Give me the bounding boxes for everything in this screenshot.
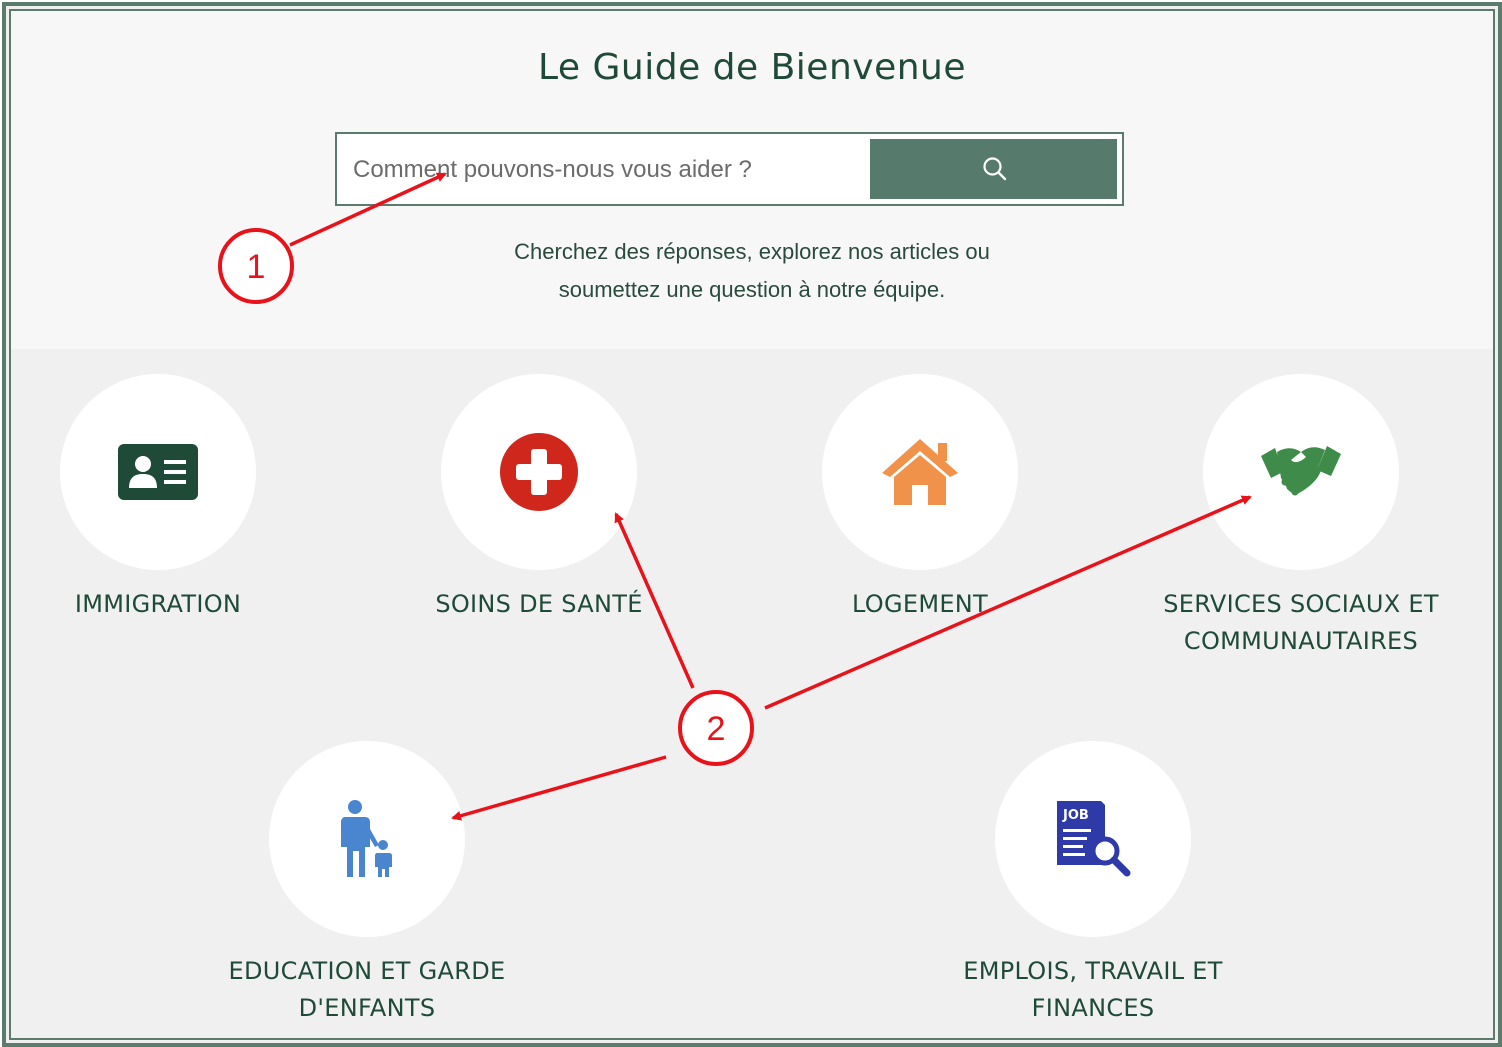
- page-content: Le Guide de Bienvenue Cherchez des répon…: [9, 9, 1495, 1040]
- category-label[interactable]: SERVICES SOCIAUX ET COMMUNAUTAIRES: [1111, 586, 1491, 660]
- subtitle-line-1: Cherchez des réponses, explorez nos arti…: [514, 239, 990, 264]
- category-label-line: IMMIGRATION: [74, 590, 242, 618]
- subtitle-line-2: soumettez une question à notre équipe.: [558, 277, 946, 302]
- category-emplois[interactable]: JOB EMPLOIS, TRAVAIL ET FINANCES: [903, 741, 1283, 1027]
- category-label-line: SOINS DE SANTÉ: [435, 590, 643, 618]
- search-icon: [983, 157, 1007, 181]
- category-label-line: LOGEMENT: [851, 590, 989, 618]
- category-icon-circle[interactable]: [269, 741, 465, 937]
- category-icon-circle[interactable]: [441, 374, 637, 570]
- search-bar: [335, 132, 1124, 206]
- category-icon-circle[interactable]: [822, 374, 1018, 570]
- parent-child-icon: [341, 800, 392, 877]
- category-logement[interactable]: LOGEMENT: [730, 374, 1110, 623]
- category-soins-de-sante[interactable]: SOINS DE SANTÉ: [349, 374, 729, 623]
- svg-text:JOB: JOB: [1062, 808, 1089, 823]
- id-card-icon: [118, 444, 198, 500]
- category-label[interactable]: IMMIGRATION: [6, 586, 348, 623]
- category-icon-circle[interactable]: JOB: [995, 741, 1191, 937]
- search-subtitle: Cherchez des réponses, explorez nos arti…: [11, 233, 1493, 309]
- medical-cross-icon: [500, 433, 578, 511]
- category-label[interactable]: EDUCATION ET GARDE D'ENFANTS: [177, 953, 557, 1027]
- category-label-line-1: SERVICES SOCIAUX ET: [1163, 590, 1439, 618]
- house-icon: [882, 439, 958, 505]
- category-label-line-2: COMMUNAUTAIRES: [1183, 627, 1419, 655]
- category-immigration[interactable]: IMMIGRATION: [6, 374, 348, 623]
- search-button[interactable]: [870, 139, 1117, 199]
- category-label-line: EMPLOIS, TRAVAIL ET FINANCES: [963, 957, 1223, 1022]
- category-icon-circle[interactable]: [60, 374, 256, 570]
- search-input[interactable]: [351, 148, 855, 192]
- category-label[interactable]: EMPLOIS, TRAVAIL ET FINANCES: [903, 953, 1283, 1027]
- category-services-sociaux[interactable]: SERVICES SOCIAUX ET COMMUNAUTAIRES: [1111, 374, 1491, 660]
- category-icon-circle[interactable]: [1203, 374, 1399, 570]
- hero-section: Le Guide de Bienvenue Cherchez des répon…: [11, 11, 1493, 349]
- handshake-icon: [1261, 446, 1341, 496]
- page-title: Le Guide de Bienvenue: [537, 47, 966, 88]
- category-label-line: EDUCATION ET GARDE D'ENFANTS: [228, 957, 506, 1022]
- category-label[interactable]: LOGEMENT: [730, 586, 1110, 623]
- category-label[interactable]: SOINS DE SANTÉ: [349, 586, 729, 623]
- job-search-icon: JOB: [1057, 801, 1131, 877]
- category-education[interactable]: EDUCATION ET GARDE D'ENFANTS: [177, 741, 557, 1027]
